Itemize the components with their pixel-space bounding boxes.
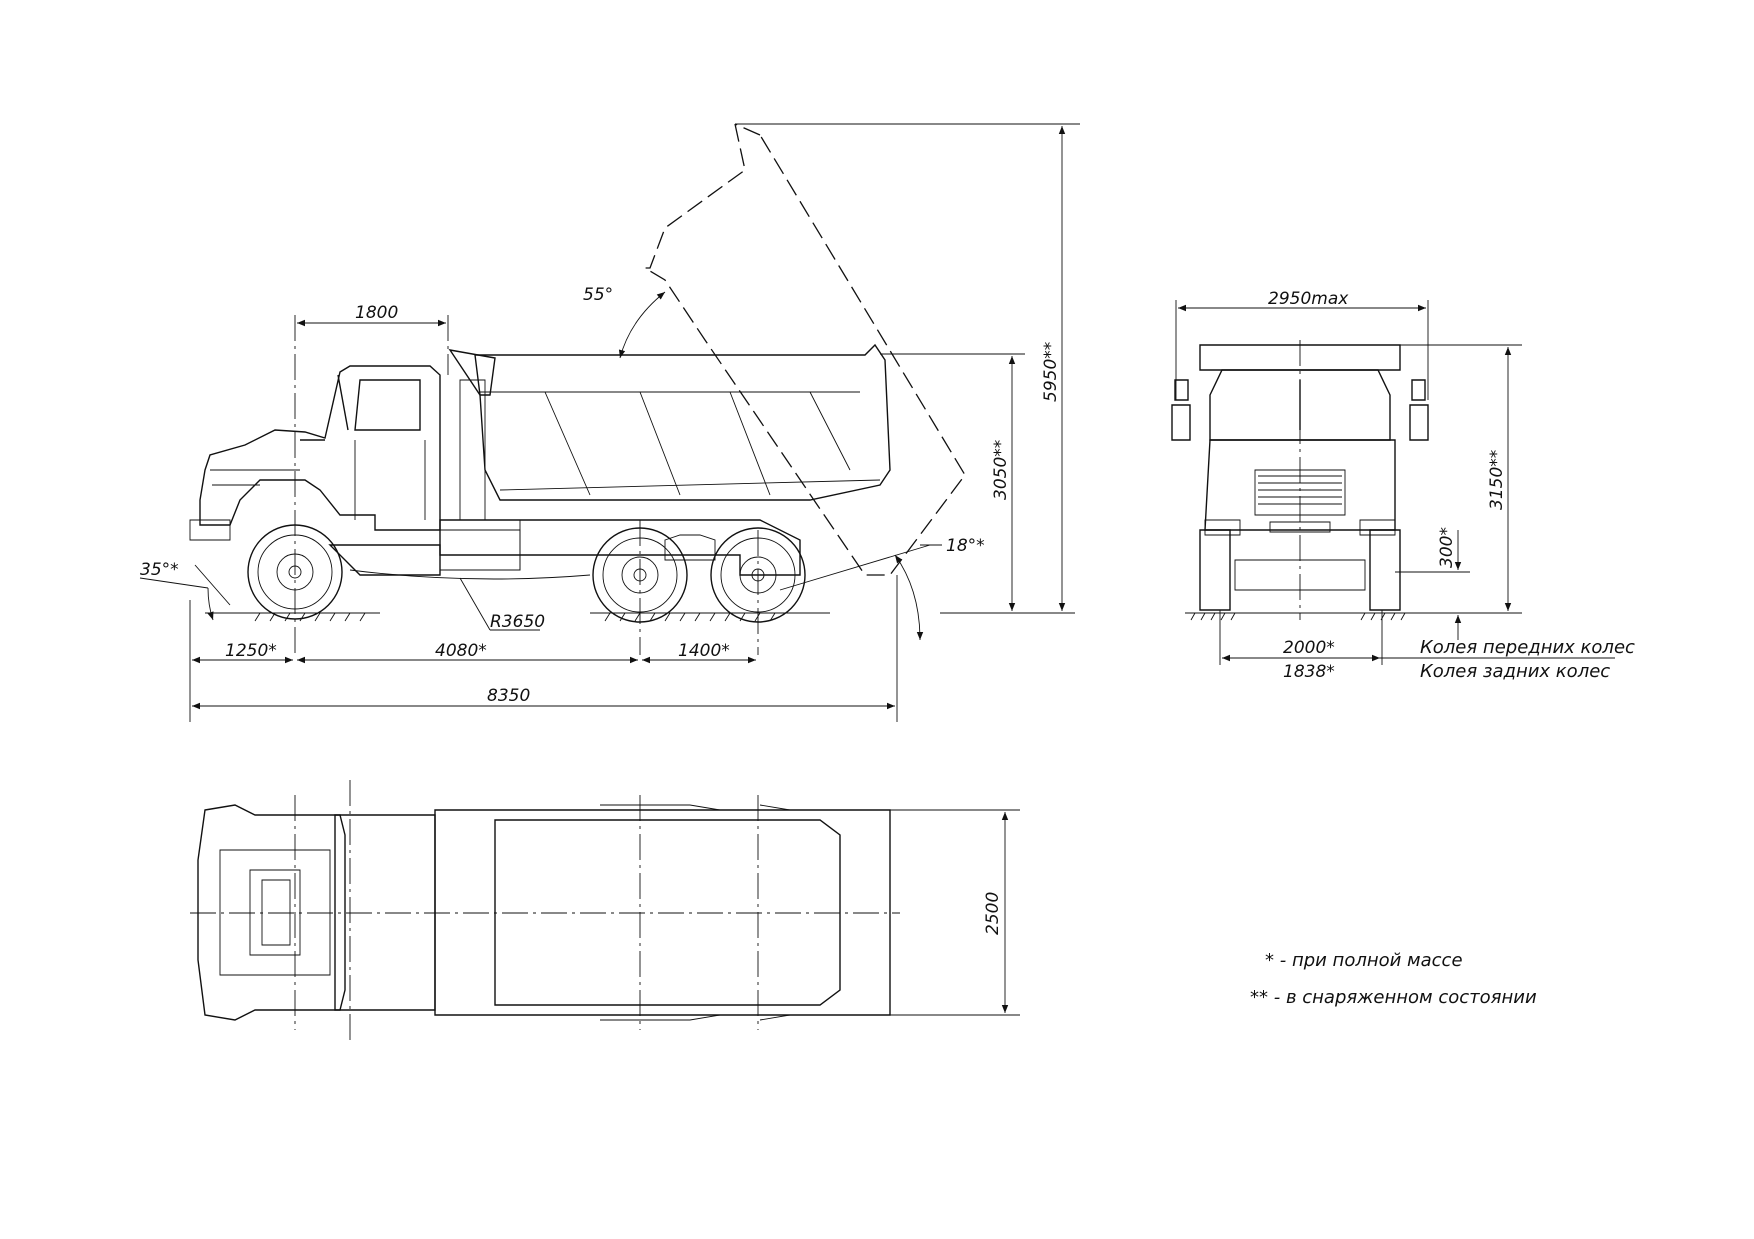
dim-rear-track: 1838*: [1283, 662, 1335, 682]
dim-loaded-height: 3050**: [991, 440, 1011, 500]
dim-overall-width: 2950max: [1268, 289, 1349, 309]
note-full-mass: * - при полной массе: [1265, 950, 1463, 971]
dim-departure-angle: 18°*: [946, 536, 985, 556]
front-view: [1171, 300, 1522, 665]
dim-overall-length: 8350: [487, 686, 530, 706]
label-front-track: Колея передних колес: [1420, 637, 1635, 658]
dim-ground-clearance: 300*: [1437, 527, 1457, 568]
note-curb-state: ** - в снаряженном состоянии: [1250, 987, 1537, 1008]
chassis-frame: [328, 379, 801, 576]
front-dimensions: 2950max 3150** 300* 2000* 1838* Колея пе…: [1178, 289, 1635, 682]
label-rear-track: Колея задних колес: [1420, 661, 1610, 682]
dump-body: [448, 343, 891, 501]
dim-front-height: 3150**: [1487, 450, 1507, 510]
top-view: [190, 780, 1020, 1045]
dim-front-track: 2000*: [1283, 638, 1335, 658]
dim-bogie-base: 1400*: [678, 641, 730, 661]
dim-ramp-radius: R3650: [490, 612, 545, 632]
dim-wheelbase: 4080*: [435, 641, 487, 661]
dim-body-width: 2500: [983, 892, 1003, 935]
dim-tipped-height: 5950**: [1041, 342, 1061, 402]
dim-front-overhang: 1250*: [225, 641, 277, 661]
notes: * - при полной массе ** - в снаряженном …: [1250, 950, 1537, 1008]
side-dimensions: 1800 5950** 3050** 55° 18°* 35°* R3650 1…: [139, 126, 1066, 710]
side-view: [189, 123, 1080, 722]
top-dimensions: 2500: [983, 812, 1009, 1013]
dim-cab-length: 1800: [355, 303, 398, 323]
dump-body-tipped: [642, 123, 966, 576]
cab: [189, 365, 441, 541]
dim-approach-angle: 35°*: [140, 560, 179, 580]
dim-tip-angle: 55°: [583, 285, 613, 305]
